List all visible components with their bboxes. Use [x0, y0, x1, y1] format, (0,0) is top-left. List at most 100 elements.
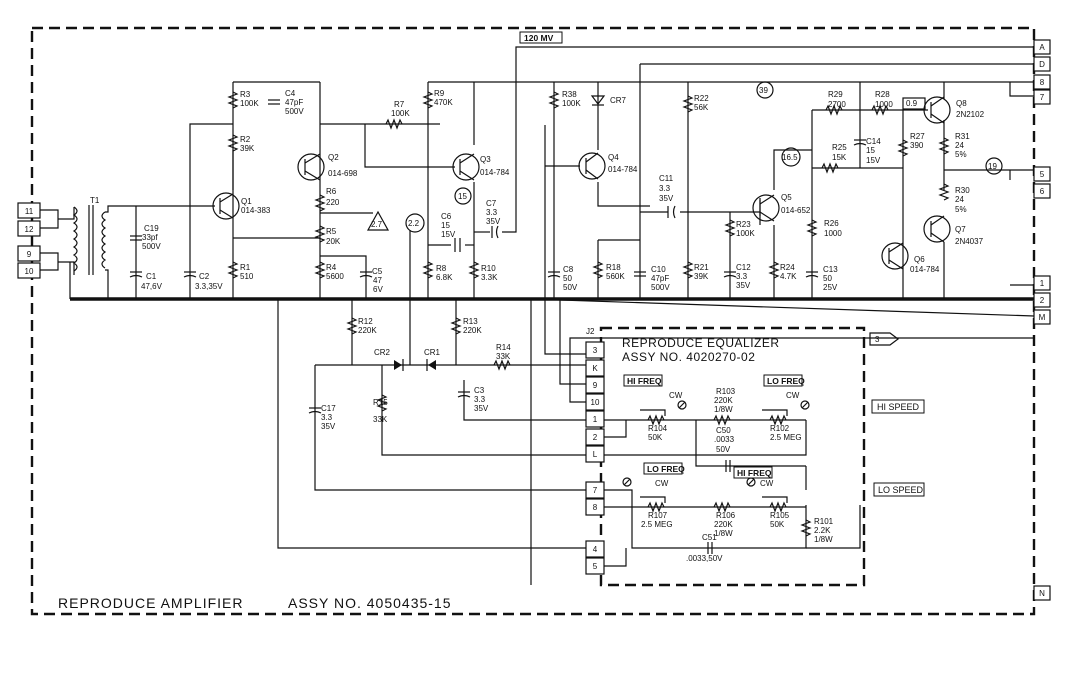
- svg-text:3.3: 3.3: [321, 413, 333, 422]
- svg-text:CR1: CR1: [424, 348, 441, 357]
- freq-label-lo-top: LO FREQ: [763, 374, 805, 387]
- j2-pin-k: K: [585, 359, 605, 377]
- svg-text:4.7K: 4.7K: [780, 272, 797, 281]
- svg-text:4: 4: [593, 545, 598, 554]
- svg-text:R15: R15: [373, 398, 388, 407]
- svg-text:560K: 560K: [606, 272, 625, 281]
- svg-text:2.2: 2.2: [408, 219, 420, 228]
- amplifier-title: REPRODUCE AMPLIFIER ASSY NO. 4050435-15: [58, 595, 451, 611]
- svg-text:C4: C4: [285, 89, 296, 98]
- svg-text:25V: 25V: [823, 283, 838, 292]
- svg-text:2: 2: [593, 433, 598, 442]
- diodes: [394, 95, 606, 371]
- j2-pin-5: 5: [585, 557, 605, 575]
- svg-text:35V: 35V: [474, 404, 489, 413]
- svg-text:014-383: 014-383: [241, 206, 271, 215]
- svg-text:50: 50: [823, 274, 832, 283]
- svg-text:R18: R18: [606, 263, 621, 272]
- svg-text:15: 15: [866, 146, 875, 155]
- transistor-q7: [923, 215, 951, 243]
- svg-text:100K: 100K: [562, 99, 581, 108]
- svg-text:C6: C6: [441, 212, 452, 221]
- svg-text:1/8W: 1/8W: [714, 405, 733, 414]
- svg-text:R26: R26: [824, 219, 839, 228]
- svg-text:C11: C11: [659, 174, 674, 183]
- svg-text:C17: C17: [321, 404, 336, 413]
- svg-text:3.3: 3.3: [659, 184, 671, 193]
- svg-text:.0033: .0033: [714, 435, 735, 444]
- svg-text:C1: C1: [146, 272, 157, 281]
- label-c51: C51.0033,50V: [686, 533, 723, 563]
- svg-text:20K: 20K: [326, 237, 341, 246]
- cw-label: CW: [655, 479, 669, 488]
- svg-text:50V: 50V: [563, 283, 578, 292]
- svg-text:2N4037: 2N4037: [955, 237, 984, 246]
- svg-text:500V: 500V: [651, 283, 670, 292]
- equalizer-title: REPRODUCE EQUALIZER ASSY NO. 4020270-02: [622, 336, 779, 364]
- svg-text:100K: 100K: [391, 109, 410, 118]
- j2-connector: J2 3 K 9 10 1 2 L 7 8 4 5: [585, 327, 605, 575]
- svg-text:C19: C19: [144, 224, 159, 233]
- svg-text:C51: C51: [702, 533, 717, 542]
- svg-text:R12: R12: [358, 317, 373, 326]
- diode-cr2: [394, 359, 404, 371]
- svg-text:A: A: [1039, 43, 1045, 52]
- edge-terminals: A D 8 7 5 6 1 2 M N: [1033, 39, 1051, 601]
- svg-text:47pF: 47pF: [285, 98, 303, 107]
- svg-text:HI SPEED: HI SPEED: [877, 402, 920, 412]
- label-cr2: CR2: [374, 348, 391, 357]
- svg-text:Q4: Q4: [608, 153, 619, 162]
- svg-text:47,6V: 47,6V: [141, 282, 163, 291]
- input-terminals: 11 12 9 10: [17, 202, 41, 279]
- svg-text:100K: 100K: [240, 99, 259, 108]
- cw-label: CW: [669, 391, 683, 400]
- svg-text:R7: R7: [394, 100, 405, 109]
- terminal-d: D: [1033, 56, 1051, 72]
- transistors: [212, 96, 951, 270]
- svg-text:10: 10: [25, 267, 34, 276]
- svg-text:R22: R22: [694, 94, 709, 103]
- test-point-2-2: 2.2: [405, 213, 425, 233]
- svg-text:L: L: [593, 450, 598, 459]
- svg-text:33K: 33K: [373, 415, 388, 424]
- svg-text:C14: C14: [866, 137, 881, 146]
- terminal-a: A: [1033, 39, 1051, 55]
- svg-text:C8: C8: [563, 265, 574, 274]
- svg-text:15: 15: [458, 192, 467, 201]
- svg-text:12: 12: [25, 225, 34, 234]
- svg-text:R25: R25: [832, 143, 847, 152]
- svg-text:014-784: 014-784: [480, 168, 510, 177]
- svg-text:47pF: 47pF: [651, 274, 669, 283]
- svg-text:2.7: 2.7: [371, 220, 383, 229]
- svg-text:50K: 50K: [648, 433, 663, 442]
- svg-text:2: 2: [1040, 296, 1045, 305]
- transistor-q4: [578, 152, 606, 180]
- svg-text:R31: R31: [955, 132, 970, 141]
- svg-text:220K: 220K: [463, 326, 482, 335]
- svg-text:R5: R5: [326, 227, 337, 236]
- transistor-q1: [212, 192, 240, 220]
- transistor-q8: [923, 96, 951, 124]
